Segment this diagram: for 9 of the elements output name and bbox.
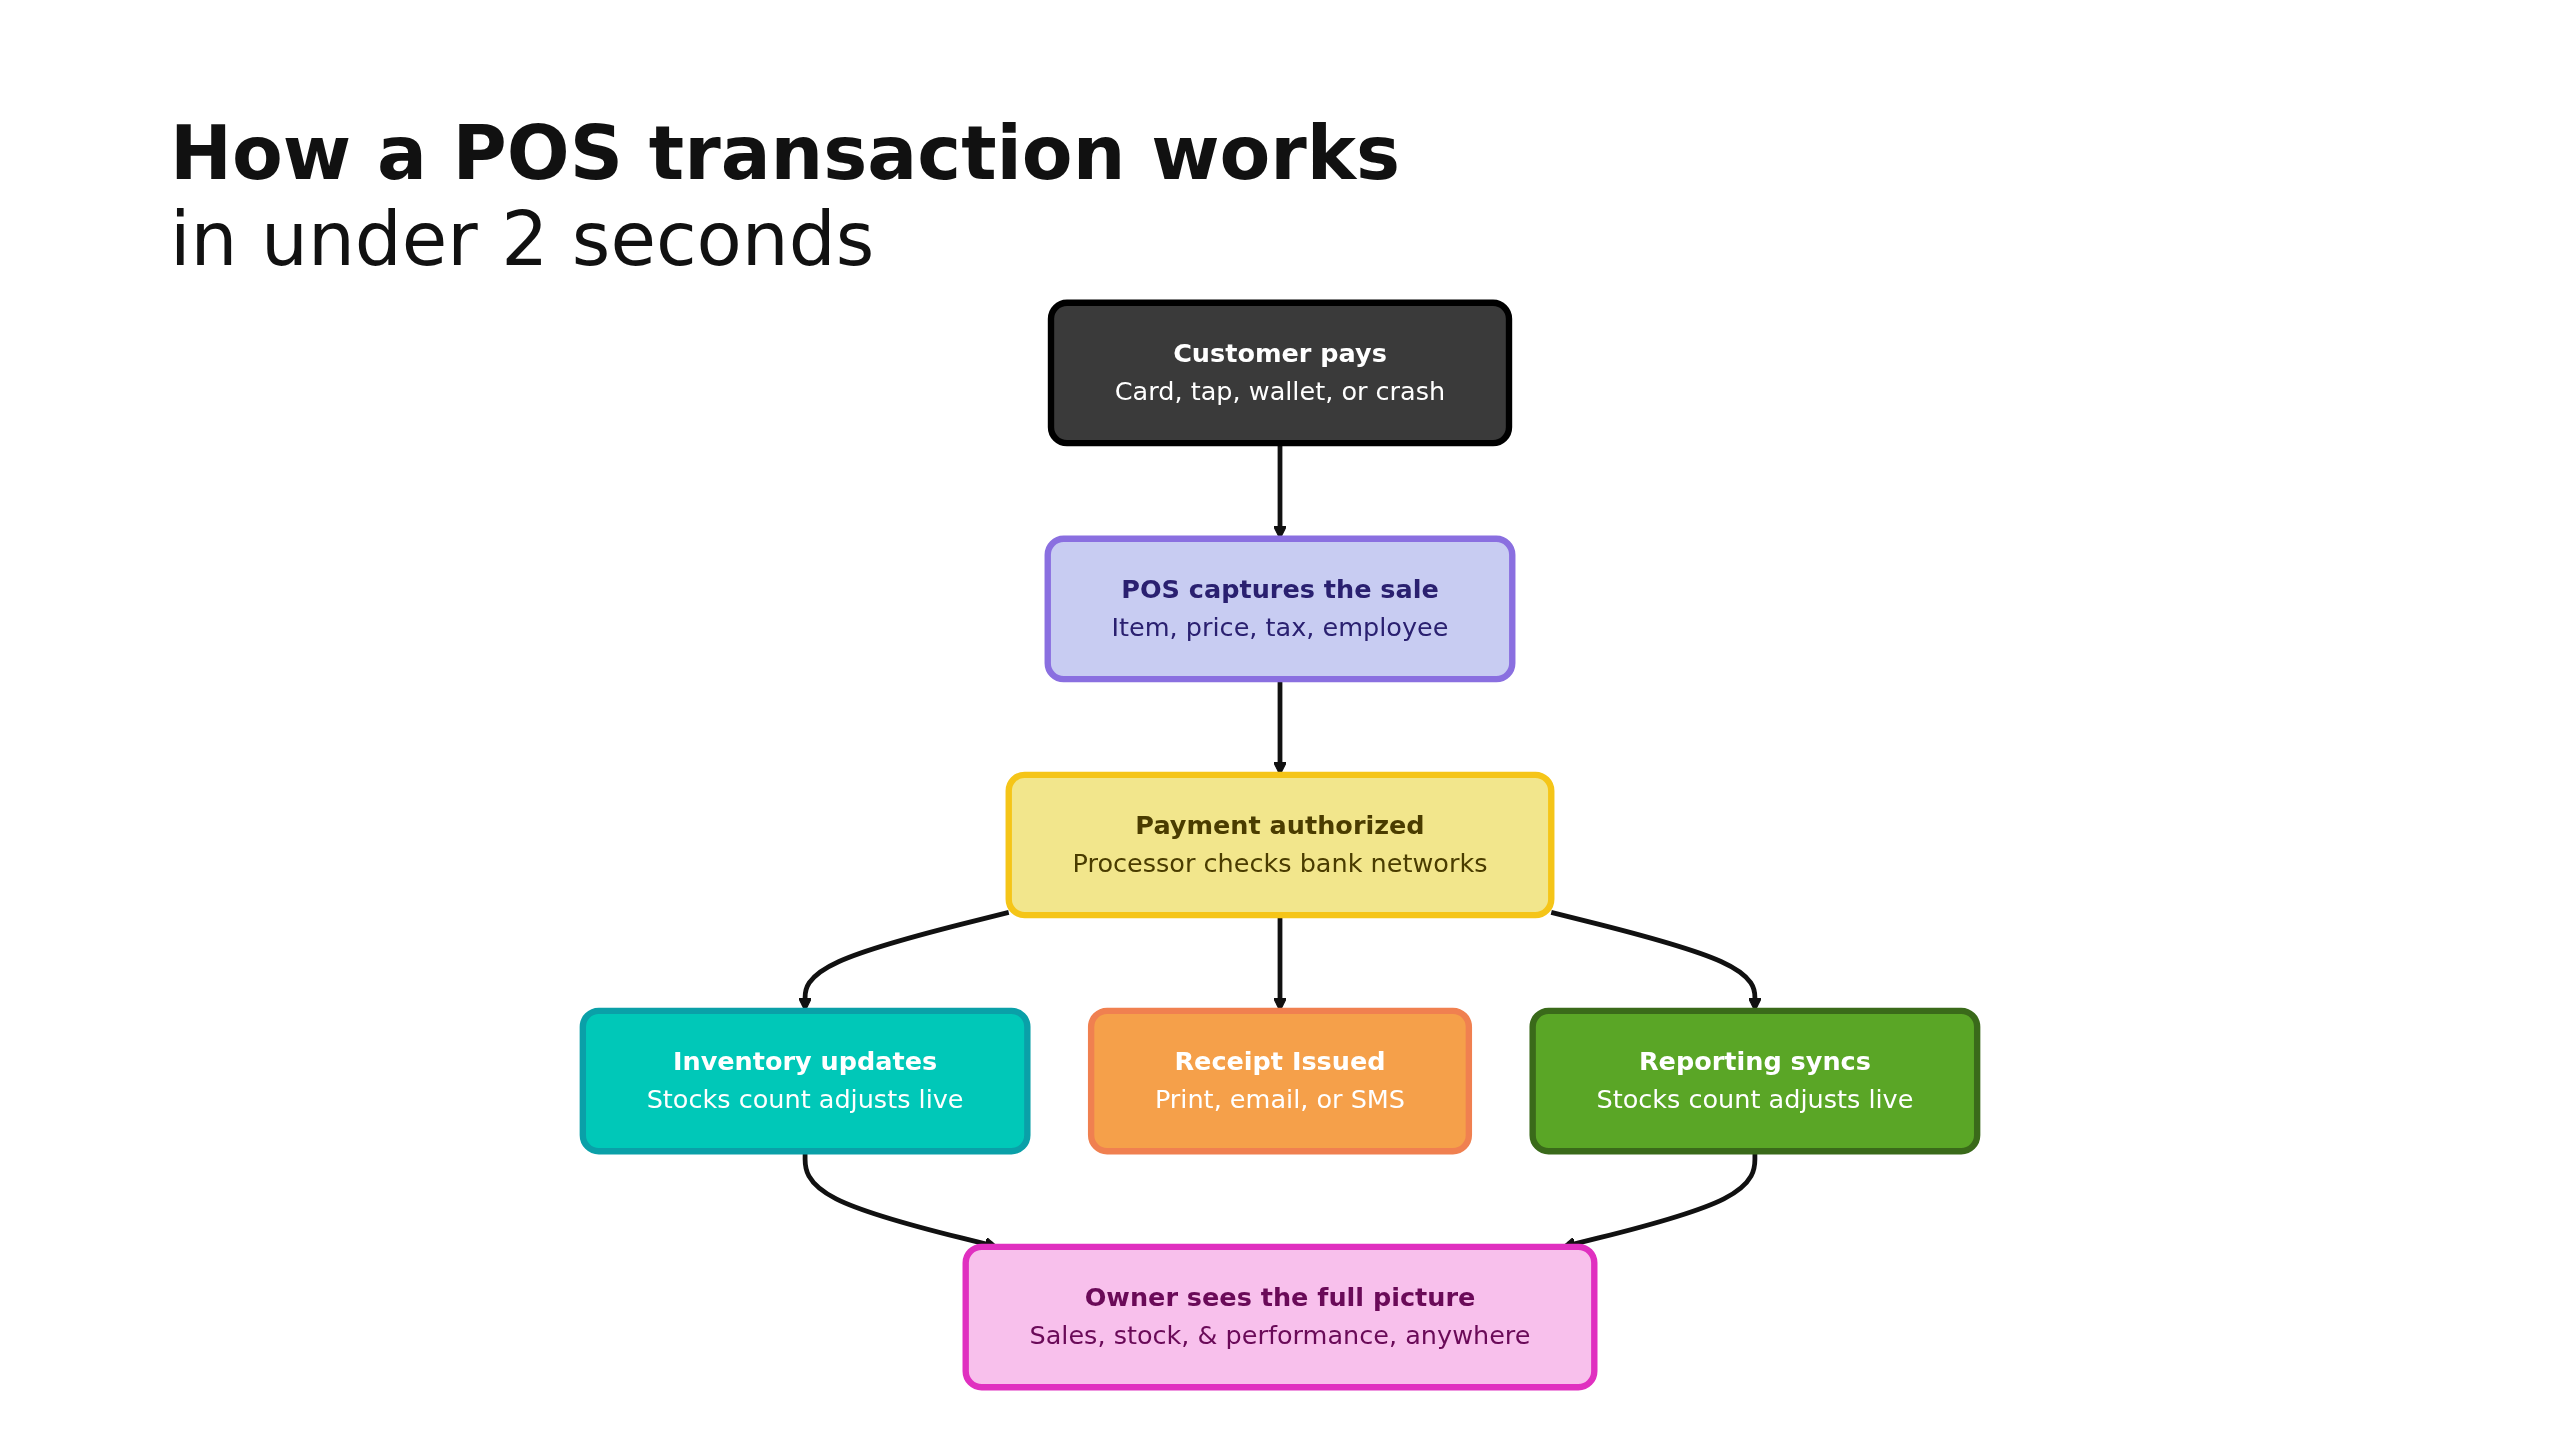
title: How a POS transaction works [170,110,1401,196]
node-box: Payment authorized Processor checks bank networks [1005,771,1555,919]
subtitle: in under 2 seconds [170,196,876,282]
node-box: Owner sees the full picture Sales, stock, & performance, anywhere [962,1243,1598,1391]
node-box: POS captures the sale Item, price, tax, employee [1044,535,1516,683]
node-box: Inventory updates Stocks count adjusts live [579,1007,1031,1155]
node-box: Customer pays Card, tap, wallet, or crash [1047,299,1513,447]
node-box: Reporting syncs Stocks count adjusts live [1529,1007,1981,1155]
node-box: Receipt Issued Print, email, or SMS [1087,1007,1473,1155]
